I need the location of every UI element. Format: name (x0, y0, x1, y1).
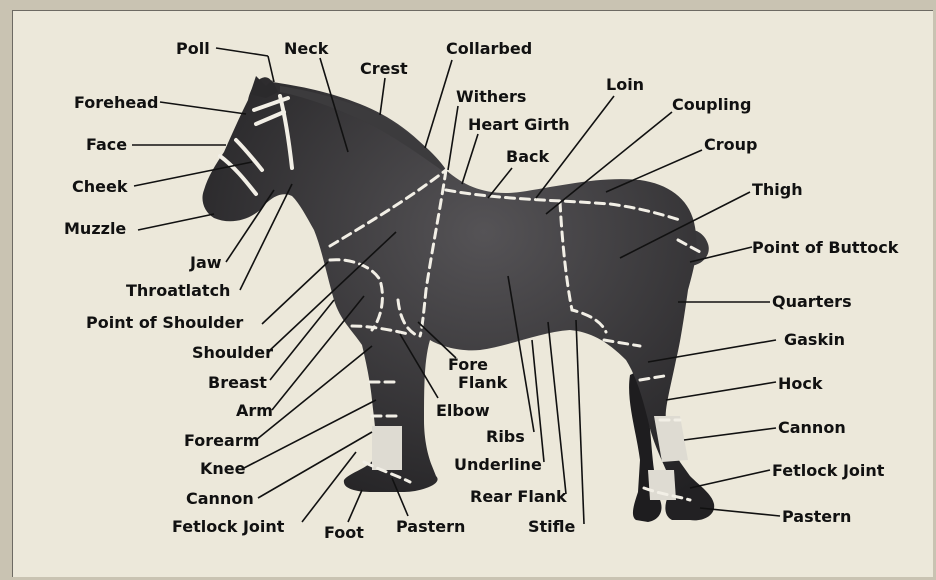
label-breast: Breast (208, 373, 267, 392)
leader-hock (666, 382, 776, 400)
label-poll: Poll (176, 39, 210, 58)
labels-right: Thigh Point of Buttock Quarters Gaskin H… (752, 180, 899, 526)
leader-crest (380, 78, 385, 115)
label-cheek: Cheek (72, 177, 128, 196)
label-fetlock-joint-rear: Fetlock Joint (772, 461, 885, 480)
leader-underline (532, 340, 544, 462)
label-quarters: Quarters (772, 292, 852, 311)
label-coupling: Coupling (672, 95, 751, 114)
label-underline: Underline (454, 455, 542, 474)
leader-collarbed (425, 60, 452, 148)
leader-arm (272, 296, 364, 410)
leader-muzzle (138, 214, 214, 230)
label-muzzle: Muzzle (64, 219, 126, 238)
label-face: Face (86, 135, 127, 154)
leader-breast (270, 300, 334, 380)
label-rear-flank: Rear Flank (470, 487, 567, 506)
label-forehead: Forehead (74, 93, 159, 112)
leader-forearm (256, 346, 372, 440)
label-thigh: Thigh (752, 180, 803, 199)
label-fetlock-joint-front: Fetlock Joint (172, 517, 285, 536)
horse-body (202, 77, 714, 520)
labels-bottom: Foot Pastern Fore Flank Elbow Ribs Under… (324, 355, 576, 542)
label-heart-girth: Heart Girth (468, 115, 570, 134)
label-fore-flank-line2: Flank (458, 373, 508, 392)
leader-rear-flank (548, 322, 566, 494)
leader-poll-drop (268, 56, 274, 82)
label-jaw: Jaw (189, 253, 222, 272)
leader-fetlock-rear (690, 470, 770, 488)
label-throatlatch: Throatlatch (126, 281, 230, 300)
label-elbow: Elbow (436, 401, 490, 420)
leader-foot (348, 490, 362, 522)
label-knee: Knee (200, 459, 246, 478)
leader-point-of-shoulder (262, 262, 328, 324)
label-crest: Crest (360, 59, 408, 78)
leader-stifle (576, 320, 584, 524)
label-collarbed: Collarbed (446, 39, 532, 58)
leader-heart-girth (462, 134, 478, 184)
label-gaskin: Gaskin (784, 330, 845, 349)
label-forearm: Forearm (184, 431, 259, 450)
label-arm: Arm (236, 401, 273, 420)
leader-forehead (160, 102, 246, 114)
label-point-of-shoulder: Point of Shoulder (86, 313, 243, 332)
label-withers: Withers (456, 87, 526, 106)
label-cannon-rear: Cannon (778, 418, 846, 437)
label-neck: Neck (284, 39, 329, 58)
label-point-of-buttock: Point of Buttock (752, 238, 899, 257)
label-cannon-front: Cannon (186, 489, 254, 508)
label-pastern-front: Pastern (396, 517, 465, 536)
label-back: Back (506, 147, 549, 166)
leader-cannon-rear (684, 428, 776, 440)
label-fore-flank-line1: Fore (448, 355, 488, 374)
label-ribs: Ribs (486, 427, 525, 446)
label-croup: Croup (704, 135, 757, 154)
label-loin: Loin (606, 75, 644, 94)
label-pastern-rear: Pastern (782, 507, 851, 526)
label-shoulder: Shoulder (192, 343, 273, 362)
label-hock: Hock (778, 374, 823, 393)
label-stifle: Stifle (528, 517, 576, 536)
leader-withers (448, 106, 458, 170)
label-foot: Foot (324, 523, 364, 542)
leader-poll (216, 48, 268, 56)
